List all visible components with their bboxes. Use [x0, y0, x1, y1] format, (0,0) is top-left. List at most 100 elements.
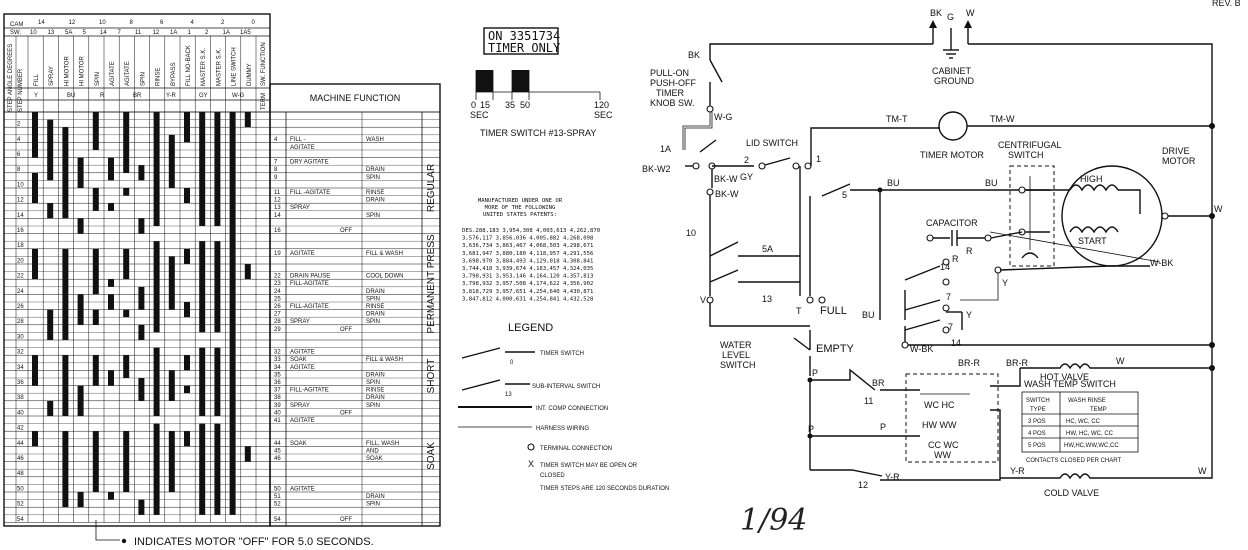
function-sub: FILL & WASH [366, 251, 403, 257]
sw-13-label: 13 [762, 294, 772, 304]
switch-bar [138, 499, 145, 515]
function-main: FILL-AGITATE [290, 281, 329, 287]
function-step: 39 [274, 403, 281, 409]
y-r-label: Y-R [885, 472, 900, 482]
switch-bar [32, 355, 38, 386]
timer-switch-13: ON 3351734 TIMER ONLY 0 15 35 50 120 SEC… [470, 27, 613, 138]
sw-number: 7 [118, 30, 122, 36]
sw-number: 13 [48, 30, 55, 36]
w-cold-label: W [1198, 466, 1207, 476]
ww-label: WW [934, 450, 951, 460]
switch-bar [138, 378, 145, 401]
legend-timer-num: 0 [510, 360, 514, 366]
knob-sw-1: PULL-ON [650, 68, 689, 78]
switch-bar [62, 127, 69, 219]
bu-label-2: BU [985, 178, 998, 188]
timer-motor-symbol [938, 111, 968, 141]
function-sub: RINSE [366, 190, 384, 196]
sw-number: 12 [153, 30, 160, 36]
column-header: MASTER S.K. [201, 48, 207, 86]
function-step: 28 [274, 319, 281, 325]
sw-number: 5 [83, 30, 87, 36]
step-number: 2 [17, 122, 21, 128]
wc-hc-label: WC HC [924, 400, 955, 410]
function-main: FILL -AGITATE [290, 190, 330, 196]
column-header: DUMMY [247, 63, 253, 86]
column-header: BYPASS [171, 62, 177, 86]
wt-header-switch: SWITCH [1026, 398, 1050, 404]
drive-motor-symbol [1061, 165, 1163, 267]
br-r-label: BR-R [958, 358, 980, 368]
switch-bar [184, 188, 190, 204]
sw-number: 1A5 [240, 30, 251, 36]
sw-2-label: 2 [744, 155, 749, 165]
function-step: 52 [274, 502, 281, 508]
step-number: 44 [17, 441, 24, 447]
function-sub: AND [366, 448, 379, 454]
function-main: DRAIN PAUSE [290, 274, 330, 280]
wt-row1-temps: HC, WC, CC [1066, 419, 1101, 425]
v-label: V [700, 295, 706, 305]
step-number: 40 [17, 410, 24, 416]
function-sub: RINSE [366, 388, 384, 394]
switch-bar [138, 165, 145, 181]
switch-bar [184, 112, 190, 143]
step-number: 26 [17, 304, 24, 310]
function-sub: FILL, WASH [366, 441, 399, 447]
step-number: 22 [17, 274, 24, 280]
switch-bar [168, 431, 175, 492]
step-number: 30 [17, 334, 24, 340]
step-number: 4 [17, 137, 21, 143]
function-step: 32 [274, 350, 281, 356]
sec-left: SEC [470, 110, 489, 120]
empty-label: EMPTY [816, 343, 855, 355]
function-step: 45 [274, 448, 281, 454]
wt-row2-type: 4 POS [1028, 431, 1046, 437]
cam-number: 2 [221, 20, 225, 26]
function-main: FILL - [290, 137, 305, 143]
function-main: OFF [340, 410, 352, 416]
function-step: 14 [274, 213, 281, 219]
function-main: OFF [340, 228, 352, 234]
wire-color: Y [34, 93, 38, 99]
function-sub: FILL & WASH [366, 357, 403, 363]
bk-w-label: BK-W [714, 174, 738, 184]
function-main: AGITATE [290, 365, 315, 371]
w-g-label: W-G [714, 112, 732, 122]
hw-ww-label: HW WW [922, 420, 957, 430]
sw-1a-label: 1A [660, 144, 671, 154]
drive-motor-2: MOTOR [1162, 156, 1196, 166]
switch-bar [92, 248, 99, 295]
switch-bar [32, 172, 38, 204]
bk-input-label: BK [930, 8, 942, 18]
function-main: FILL-AGITATE [290, 304, 329, 310]
switch-bar [244, 112, 251, 128]
function-step: 25 [274, 296, 281, 302]
rev-label: REV. B [1212, 0, 1241, 8]
sw-7-label: 7 [946, 292, 951, 302]
function-sub: RINSE [366, 304, 384, 310]
function-step: 26 [274, 304, 281, 310]
bu-label-3: BU [862, 310, 875, 320]
p-label-2: P [808, 424, 814, 434]
function-sub: SPIN [366, 296, 380, 302]
function-step: 19 [274, 251, 281, 257]
switch-bar [108, 157, 114, 181]
function-step: 24 [274, 289, 281, 295]
timer-box-line1: ON 3351734 [488, 29, 560, 43]
sw-number: 2 [205, 30, 209, 36]
patent-line: 3,698,970 3,884,493 4,129,018 4,308,841 [462, 258, 593, 264]
switch-bar [108, 294, 114, 310]
timer-switch-caption: TIMER SWITCH #13-SPRAY [480, 128, 596, 138]
switch-bar [153, 347, 160, 416]
switch-bar [214, 423, 221, 515]
function-step: 51 [274, 494, 281, 500]
switch-bar [153, 241, 160, 333]
switch-bar [138, 324, 145, 340]
switch-bar [123, 309, 130, 318]
term-label: TERM [261, 93, 267, 110]
full-label: FULL [820, 305, 847, 317]
